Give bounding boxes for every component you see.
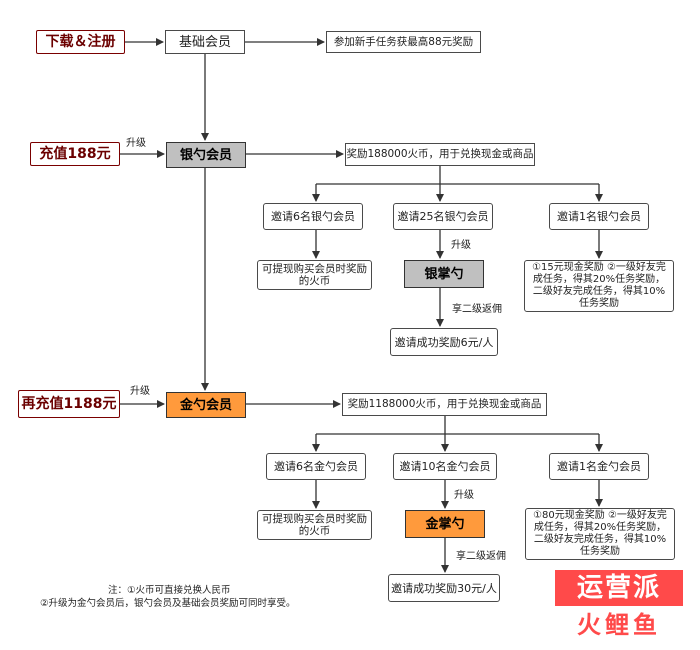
silver-invite-1-reward-node: ①15元现金奖励 ②一级好友完成任务，得其20%任务奖励，二级好友完成任务，得其… — [524, 260, 674, 312]
silver-chef-share-label: 享二级返佣 — [452, 304, 502, 315]
watermark-logo: 运营派 火鲤鱼 — [555, 570, 683, 644]
signup-node: 下载＆注册 — [36, 30, 125, 54]
basic-reward-node: 参加新手任务获最高88元奖励 — [326, 31, 481, 53]
basic-member-node: 基础会员 — [165, 30, 245, 54]
gold-invite-10-node: 邀请10名金勺会员 — [393, 453, 497, 480]
gold-chef-upgrade-label: 升级 — [454, 490, 474, 501]
silver-chef-reward-node: 邀请成功奖励6元/人 — [390, 328, 498, 356]
gold-upgrade-label: 升级 — [130, 386, 150, 397]
gold-recharge-node: 再充值1188元 — [18, 390, 120, 418]
watermark-bottom-text: 火鲤鱼 — [577, 611, 661, 639]
gold-reward-node: 奖励1188000火币，用于兑换现金或商品 — [342, 393, 547, 416]
gold-chef-share-label: 享二级返佣 — [456, 551, 506, 562]
silver-upgrade-label: 升级 — [126, 138, 146, 149]
footnote-line-1: 注：①火币可直接兑换人民币 — [108, 585, 231, 596]
silver-chef-node: 银掌勺 — [404, 260, 484, 288]
silver-invite-25-node: 邀请25名银勺会员 — [393, 203, 493, 230]
gold-invite-1-node: 邀请1名金勺会员 — [549, 453, 649, 480]
silver-invite-1-node: 邀请1名银勺会员 — [549, 203, 649, 230]
silver-invite-6-node: 邀请6名银勺会员 — [263, 203, 363, 230]
silver-withdraw-node: 可提现购买会员时奖励的火币 — [257, 260, 372, 290]
silver-reward-node: 奖励188000火币，用于兑换现金或商品 — [345, 143, 535, 166]
gold-withdraw-node: 可提现购买会员时奖励的火币 — [257, 510, 372, 540]
gold-invite-1-reward-node: ①80元现金奖励 ②一级好友完成任务，得其20%任务奖励，二级好友完成任务，得其… — [525, 508, 675, 560]
footnote: 注：①火币可直接兑换人民币 ②升级为金勺会员后，银勺会员及基础会员奖励可同时享受… — [40, 584, 296, 610]
silver-chef-upgrade-label: 升级 — [451, 240, 471, 251]
gold-chef-reward-node: 邀请成功奖励30元/人 — [388, 574, 500, 602]
gold-invite-6-node: 邀请6名金勺会员 — [266, 453, 366, 480]
gold-member-node: 金勺会员 — [166, 392, 246, 418]
gold-chef-node: 金掌勺 — [405, 510, 485, 538]
watermark-top-text: 运营派 — [555, 570, 683, 606]
footnote-line-2: ②升级为金勺会员后，银勺会员及基础会员奖励可同时享受。 — [40, 598, 296, 609]
silver-member-node: 银勺会员 — [166, 142, 246, 168]
silver-recharge-node: 充值188元 — [30, 142, 120, 166]
